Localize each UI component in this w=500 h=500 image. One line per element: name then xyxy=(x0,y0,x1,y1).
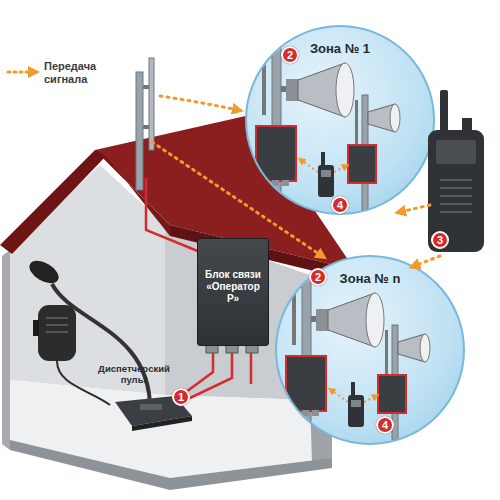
antenna-mast xyxy=(149,58,154,150)
walkie-talkie xyxy=(462,118,472,132)
antenna-mast xyxy=(136,58,154,190)
zone-circle: Зона № 1 xyxy=(245,25,435,215)
red-cable xyxy=(186,352,213,392)
hand-microphone xyxy=(38,305,76,361)
callout-number: 4 xyxy=(376,416,394,434)
signal-arrows xyxy=(400,205,430,212)
hand-microphone xyxy=(46,331,68,333)
hand-microphone xyxy=(33,305,110,405)
red-cable xyxy=(146,178,200,252)
red-cable xyxy=(190,352,232,398)
callout-number: 2 xyxy=(309,268,327,286)
red-cable xyxy=(250,352,253,384)
hand-microphone xyxy=(33,320,39,336)
walkie-talkie xyxy=(440,195,472,197)
signal-arrows xyxy=(160,96,238,110)
legend-sample xyxy=(8,72,34,73)
walkie-talkie xyxy=(440,90,448,134)
callout-number: 3 xyxy=(431,231,449,249)
walkie-talkie xyxy=(428,130,484,252)
desk-microphone xyxy=(26,256,150,408)
console-label: Диспетчерский пульт xyxy=(88,363,180,385)
zone-circle: Зона № n xyxy=(275,255,465,445)
callout-number: 2 xyxy=(281,46,299,64)
node-text: Зона № n xyxy=(277,257,463,286)
house xyxy=(2,250,10,450)
communication-unit: Блок связи «Оператор Р» xyxy=(197,238,269,346)
house xyxy=(0,150,106,254)
walkie-talkie xyxy=(440,187,472,189)
dispatcher-console xyxy=(140,404,162,410)
antenna-mast xyxy=(143,125,149,129)
signal-arrows xyxy=(414,256,440,266)
callout-number: 1 xyxy=(172,388,190,406)
callout-number: 4 xyxy=(331,196,349,214)
hand-microphone xyxy=(46,324,68,326)
node-text: Зона № 1 xyxy=(247,27,433,56)
walkie-talkie xyxy=(440,211,472,213)
house xyxy=(10,380,330,478)
walkie-talkie xyxy=(436,140,476,164)
house xyxy=(95,150,170,236)
legend-text: Передача сигнала xyxy=(44,60,106,86)
walkie-talkie xyxy=(428,90,484,252)
walkie-talkie xyxy=(440,203,472,205)
walkie-talkie xyxy=(440,179,472,181)
house xyxy=(10,440,332,490)
hand-microphone xyxy=(46,317,68,319)
antenna-mast xyxy=(143,85,149,89)
desk-microphone xyxy=(26,256,63,288)
antenna-mast xyxy=(136,72,143,190)
node-text: Блок связи «Оператор Р» xyxy=(198,239,268,305)
dispatcher-console xyxy=(132,416,192,431)
legend-sample xyxy=(8,71,34,74)
